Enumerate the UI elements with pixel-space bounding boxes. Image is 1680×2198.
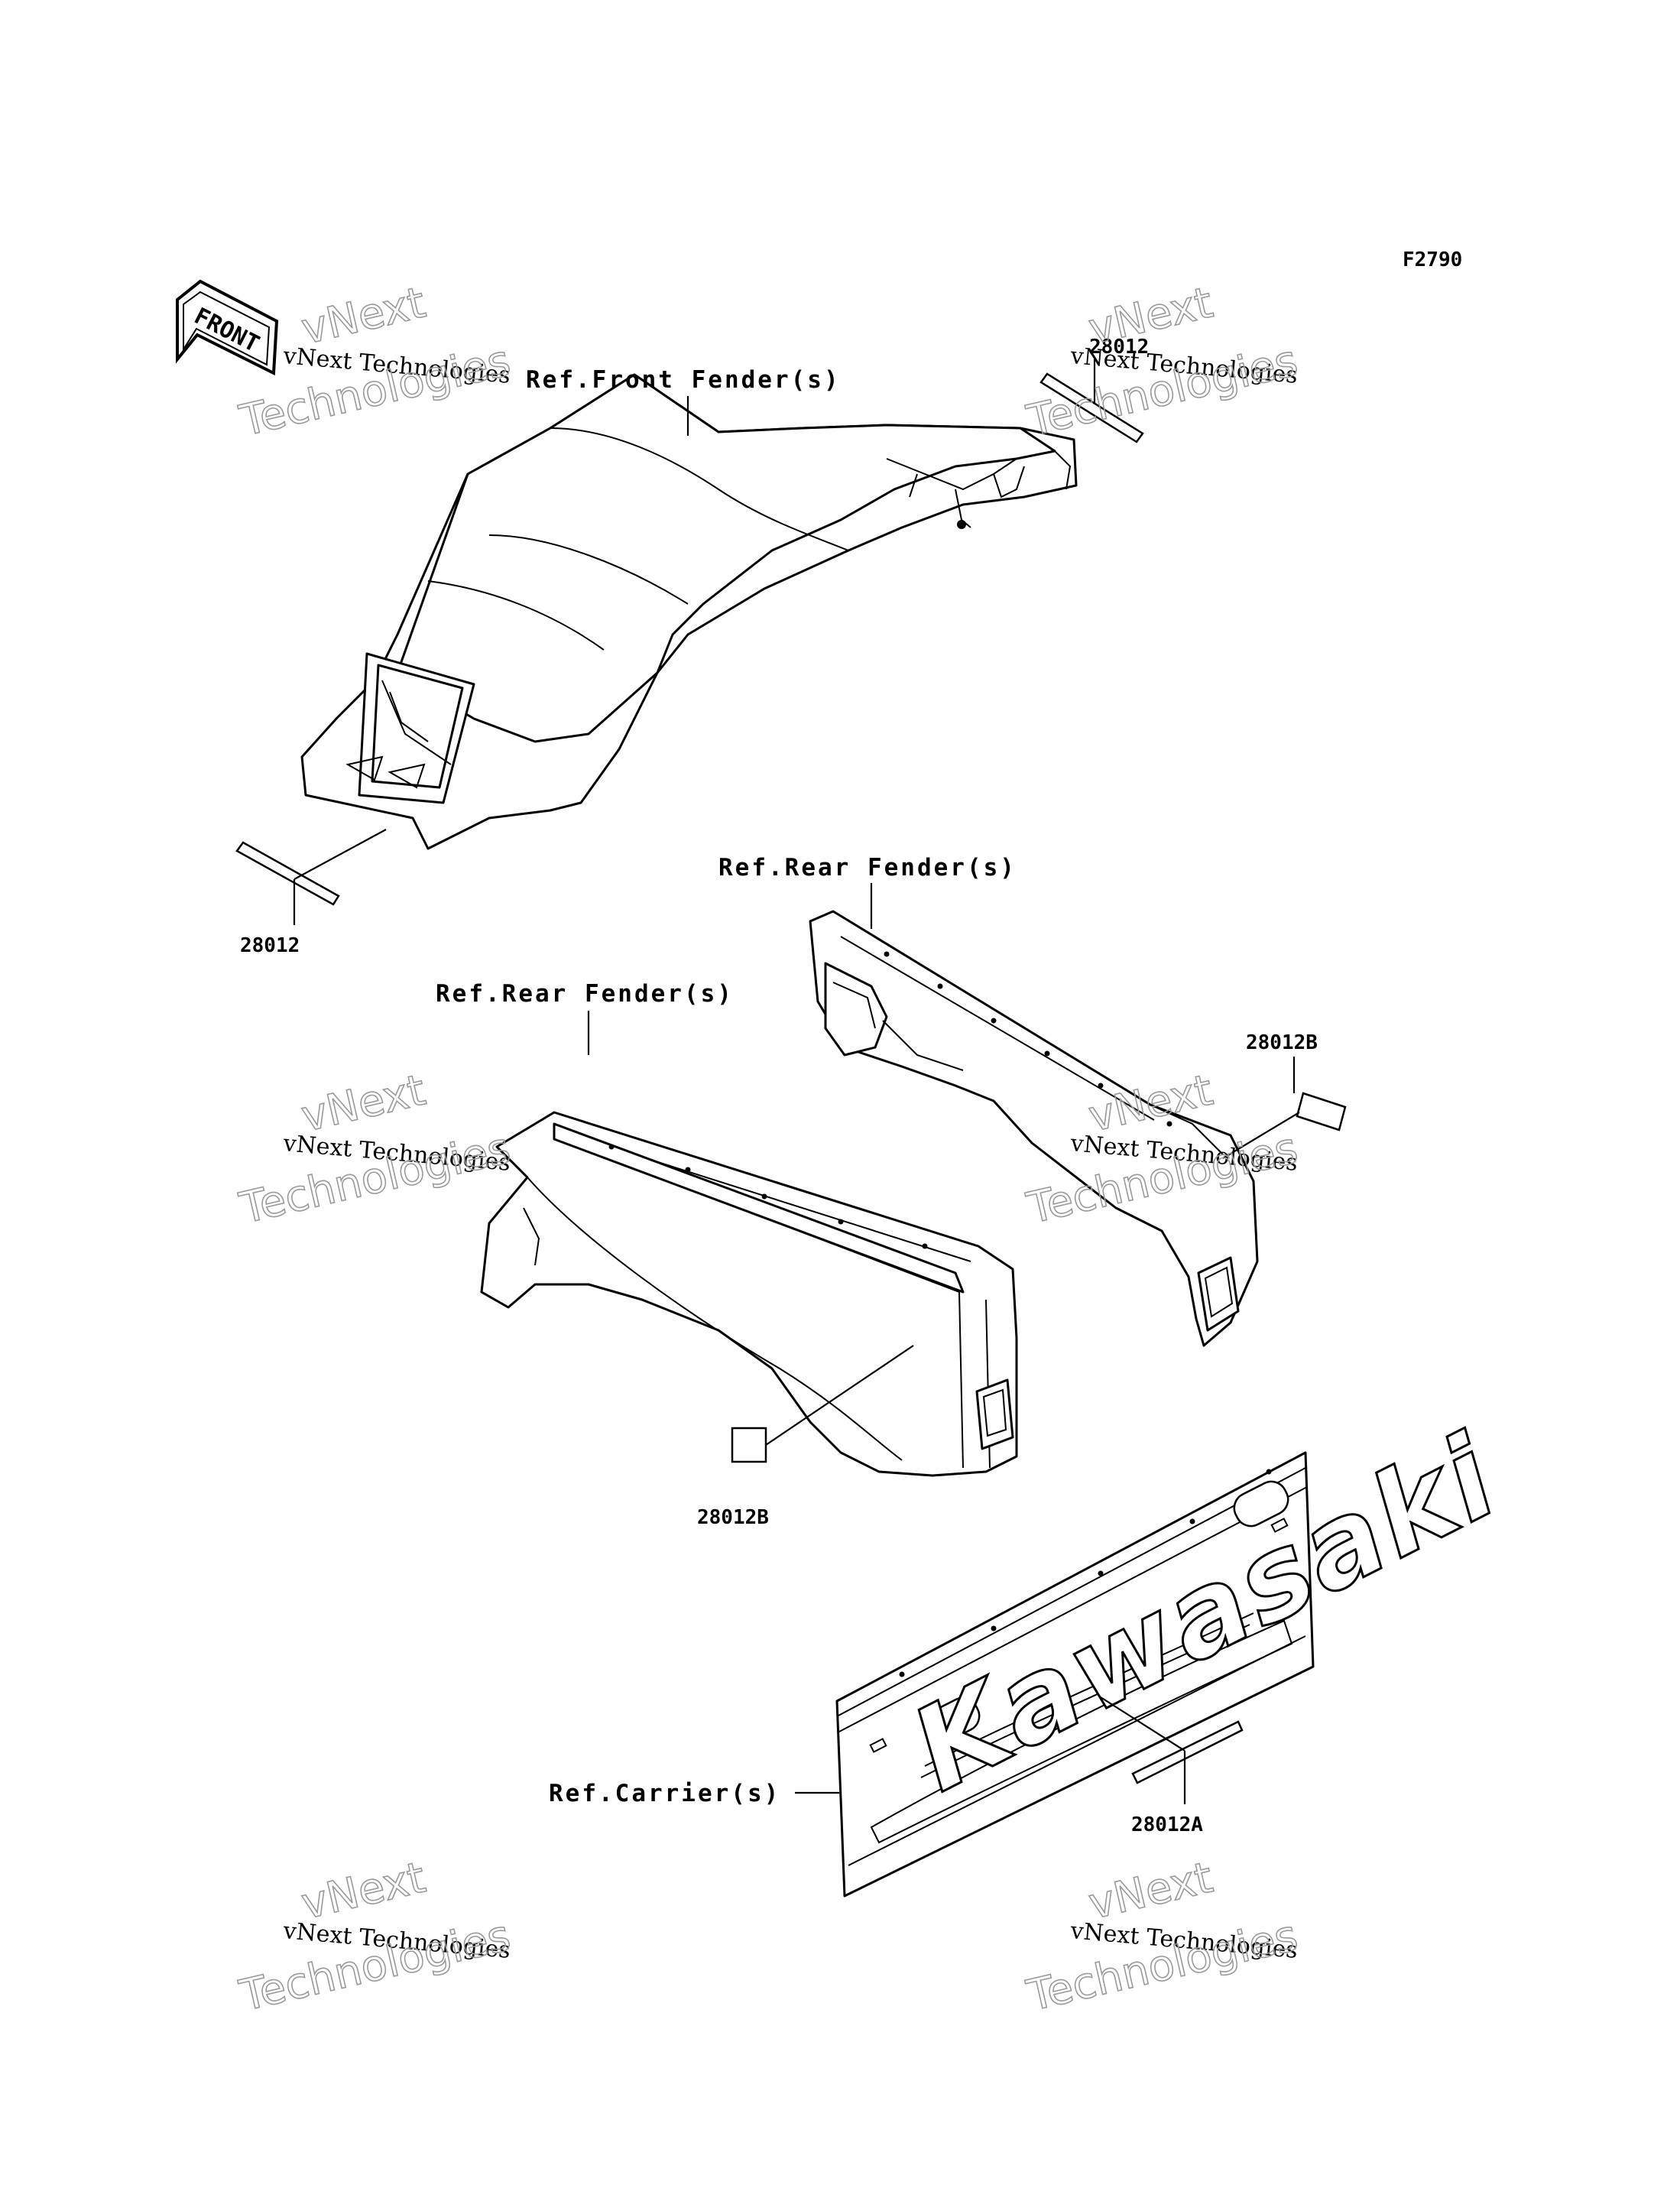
figure-code: F2790: [1403, 248, 1462, 271]
svg-text:vNext: vNext: [1085, 1853, 1218, 1930]
callout-rear-fender-upper: Ref.Rear Fender(s): [718, 854, 1017, 881]
svg-text:vNext: vNext: [297, 1853, 430, 1930]
watermark: vNext vNext Technologies Technologies: [235, 278, 516, 447]
rear-fender-right-part: [809, 910, 1259, 1347]
part-number-28012-top: 28012: [1089, 336, 1149, 359]
decal-rear-right: [1296, 1092, 1347, 1131]
watermark: vNext vNext Technologies Technologies: [1022, 1852, 1303, 2022]
svg-text:vNext: vNext: [297, 278, 430, 355]
watermark: vNext vNext Technologies Technologies: [235, 1065, 516, 1235]
callout-rear-fender-lower: Ref.Rear Fender(s): [436, 980, 734, 1008]
decal-rear-left: [731, 1427, 767, 1463]
front-fender-part: [300, 373, 1078, 850]
part-number-28012a: 28012A: [1131, 1813, 1203, 1836]
watermark: vNext vNext Technologies Technologies: [235, 1852, 516, 2022]
svg-text:vNext: vNext: [297, 1066, 430, 1142]
decal-top-right: [1039, 372, 1144, 443]
decal-front-left: [235, 841, 340, 906]
decal-carrier: [1131, 1720, 1244, 1784]
front-arrow-icon: FRONT: [176, 279, 279, 376]
part-number-28012-front: 28012: [240, 934, 300, 957]
rear-fender-left-part: [480, 1111, 1018, 1477]
part-number-28012b-left: 28012B: [697, 1506, 769, 1529]
callout-carrier: Ref.Carrier(s): [549, 1780, 780, 1807]
svg-text:vNext: vNext: [1085, 278, 1218, 355]
watermark: vNext vNext Technologies Technologies: [1022, 278, 1303, 447]
part-number-28012b-right: 28012B: [1246, 1031, 1318, 1054]
callout-front-fender: Ref.Front Fender(s): [526, 366, 841, 394]
